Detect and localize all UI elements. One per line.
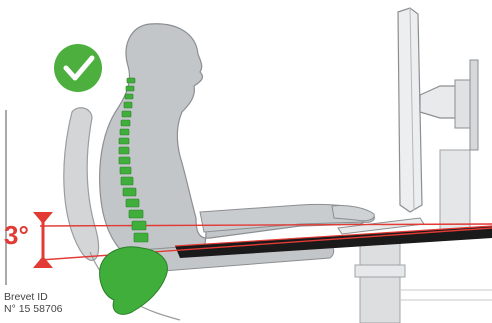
checkmark-icon: [54, 44, 102, 92]
pelvis: [100, 247, 168, 315]
patent-line-1: Brevet ID: [4, 291, 63, 303]
angle-value-label: 3°: [4, 222, 29, 248]
patent-line-2: N° 15 58706: [4, 303, 63, 315]
patent-id: Brevet ID N° 15 58706: [4, 291, 63, 315]
